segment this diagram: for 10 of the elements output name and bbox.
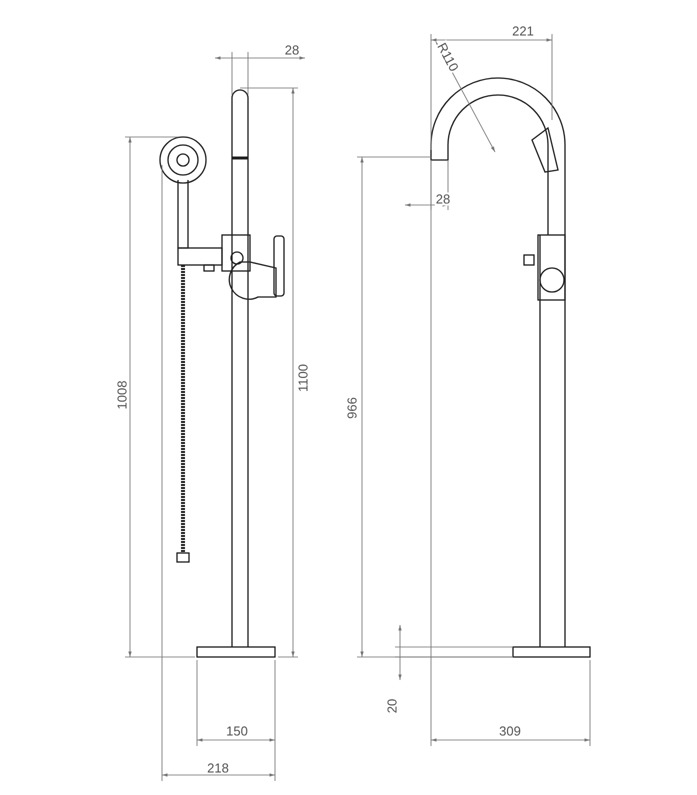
dimension-label: 28	[284, 44, 300, 56]
dimension-label: 20	[386, 698, 398, 714]
dimension-label: 150	[225, 724, 249, 738]
dimension-label: 1008	[116, 380, 128, 410]
dimension-label: 1100	[296, 363, 310, 393]
dimension-label: 966	[346, 396, 358, 420]
dimension-label: 309	[498, 724, 522, 738]
dimension-label: 28	[434, 192, 452, 206]
dimension-label: 221	[511, 24, 535, 38]
dimension-label: 218	[206, 762, 230, 774]
